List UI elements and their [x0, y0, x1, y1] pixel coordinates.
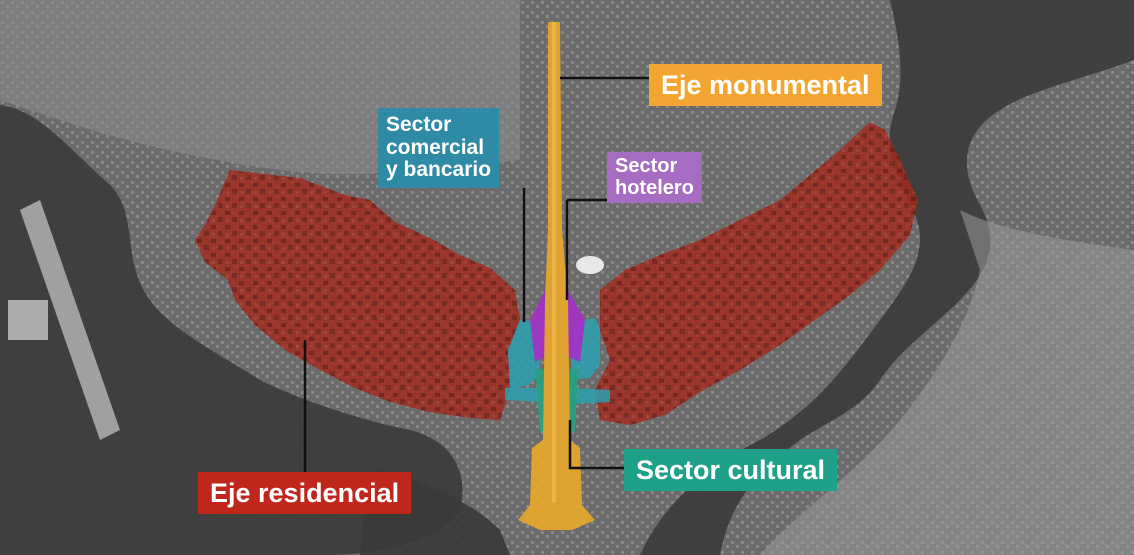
label-eje-residencial: Eje residencial — [198, 472, 412, 515]
residential-block-texture-east — [595, 122, 918, 425]
label-eje-monumental: Eje monumental — [649, 64, 882, 107]
label-sector-hotelero: Sector hotelero — [607, 152, 702, 204]
sector-comercial-south-overlay — [505, 388, 610, 404]
eje-monumental-overlay — [518, 22, 595, 530]
stadium — [576, 256, 604, 274]
leader-cultural — [568, 420, 624, 470]
leader-hotelero — [565, 198, 607, 300]
sector-hotelero-overlay — [530, 290, 585, 362]
airport-terminal — [8, 300, 48, 340]
label-sector-cultural: Sector cultural — [624, 449, 838, 492]
label-sector-comercial: Sector comercial y bancario — [378, 108, 500, 189]
district-east — [760, 210, 1134, 555]
monumental-axis-band — [552, 22, 556, 502]
lake-east — [640, 0, 1134, 555]
leader-lines — [303, 76, 649, 472]
lake-west — [0, 105, 463, 555]
sector-comercial-overlay — [508, 320, 540, 390]
airport-strip — [20, 200, 120, 440]
residential-block-texture-west — [195, 170, 520, 420]
